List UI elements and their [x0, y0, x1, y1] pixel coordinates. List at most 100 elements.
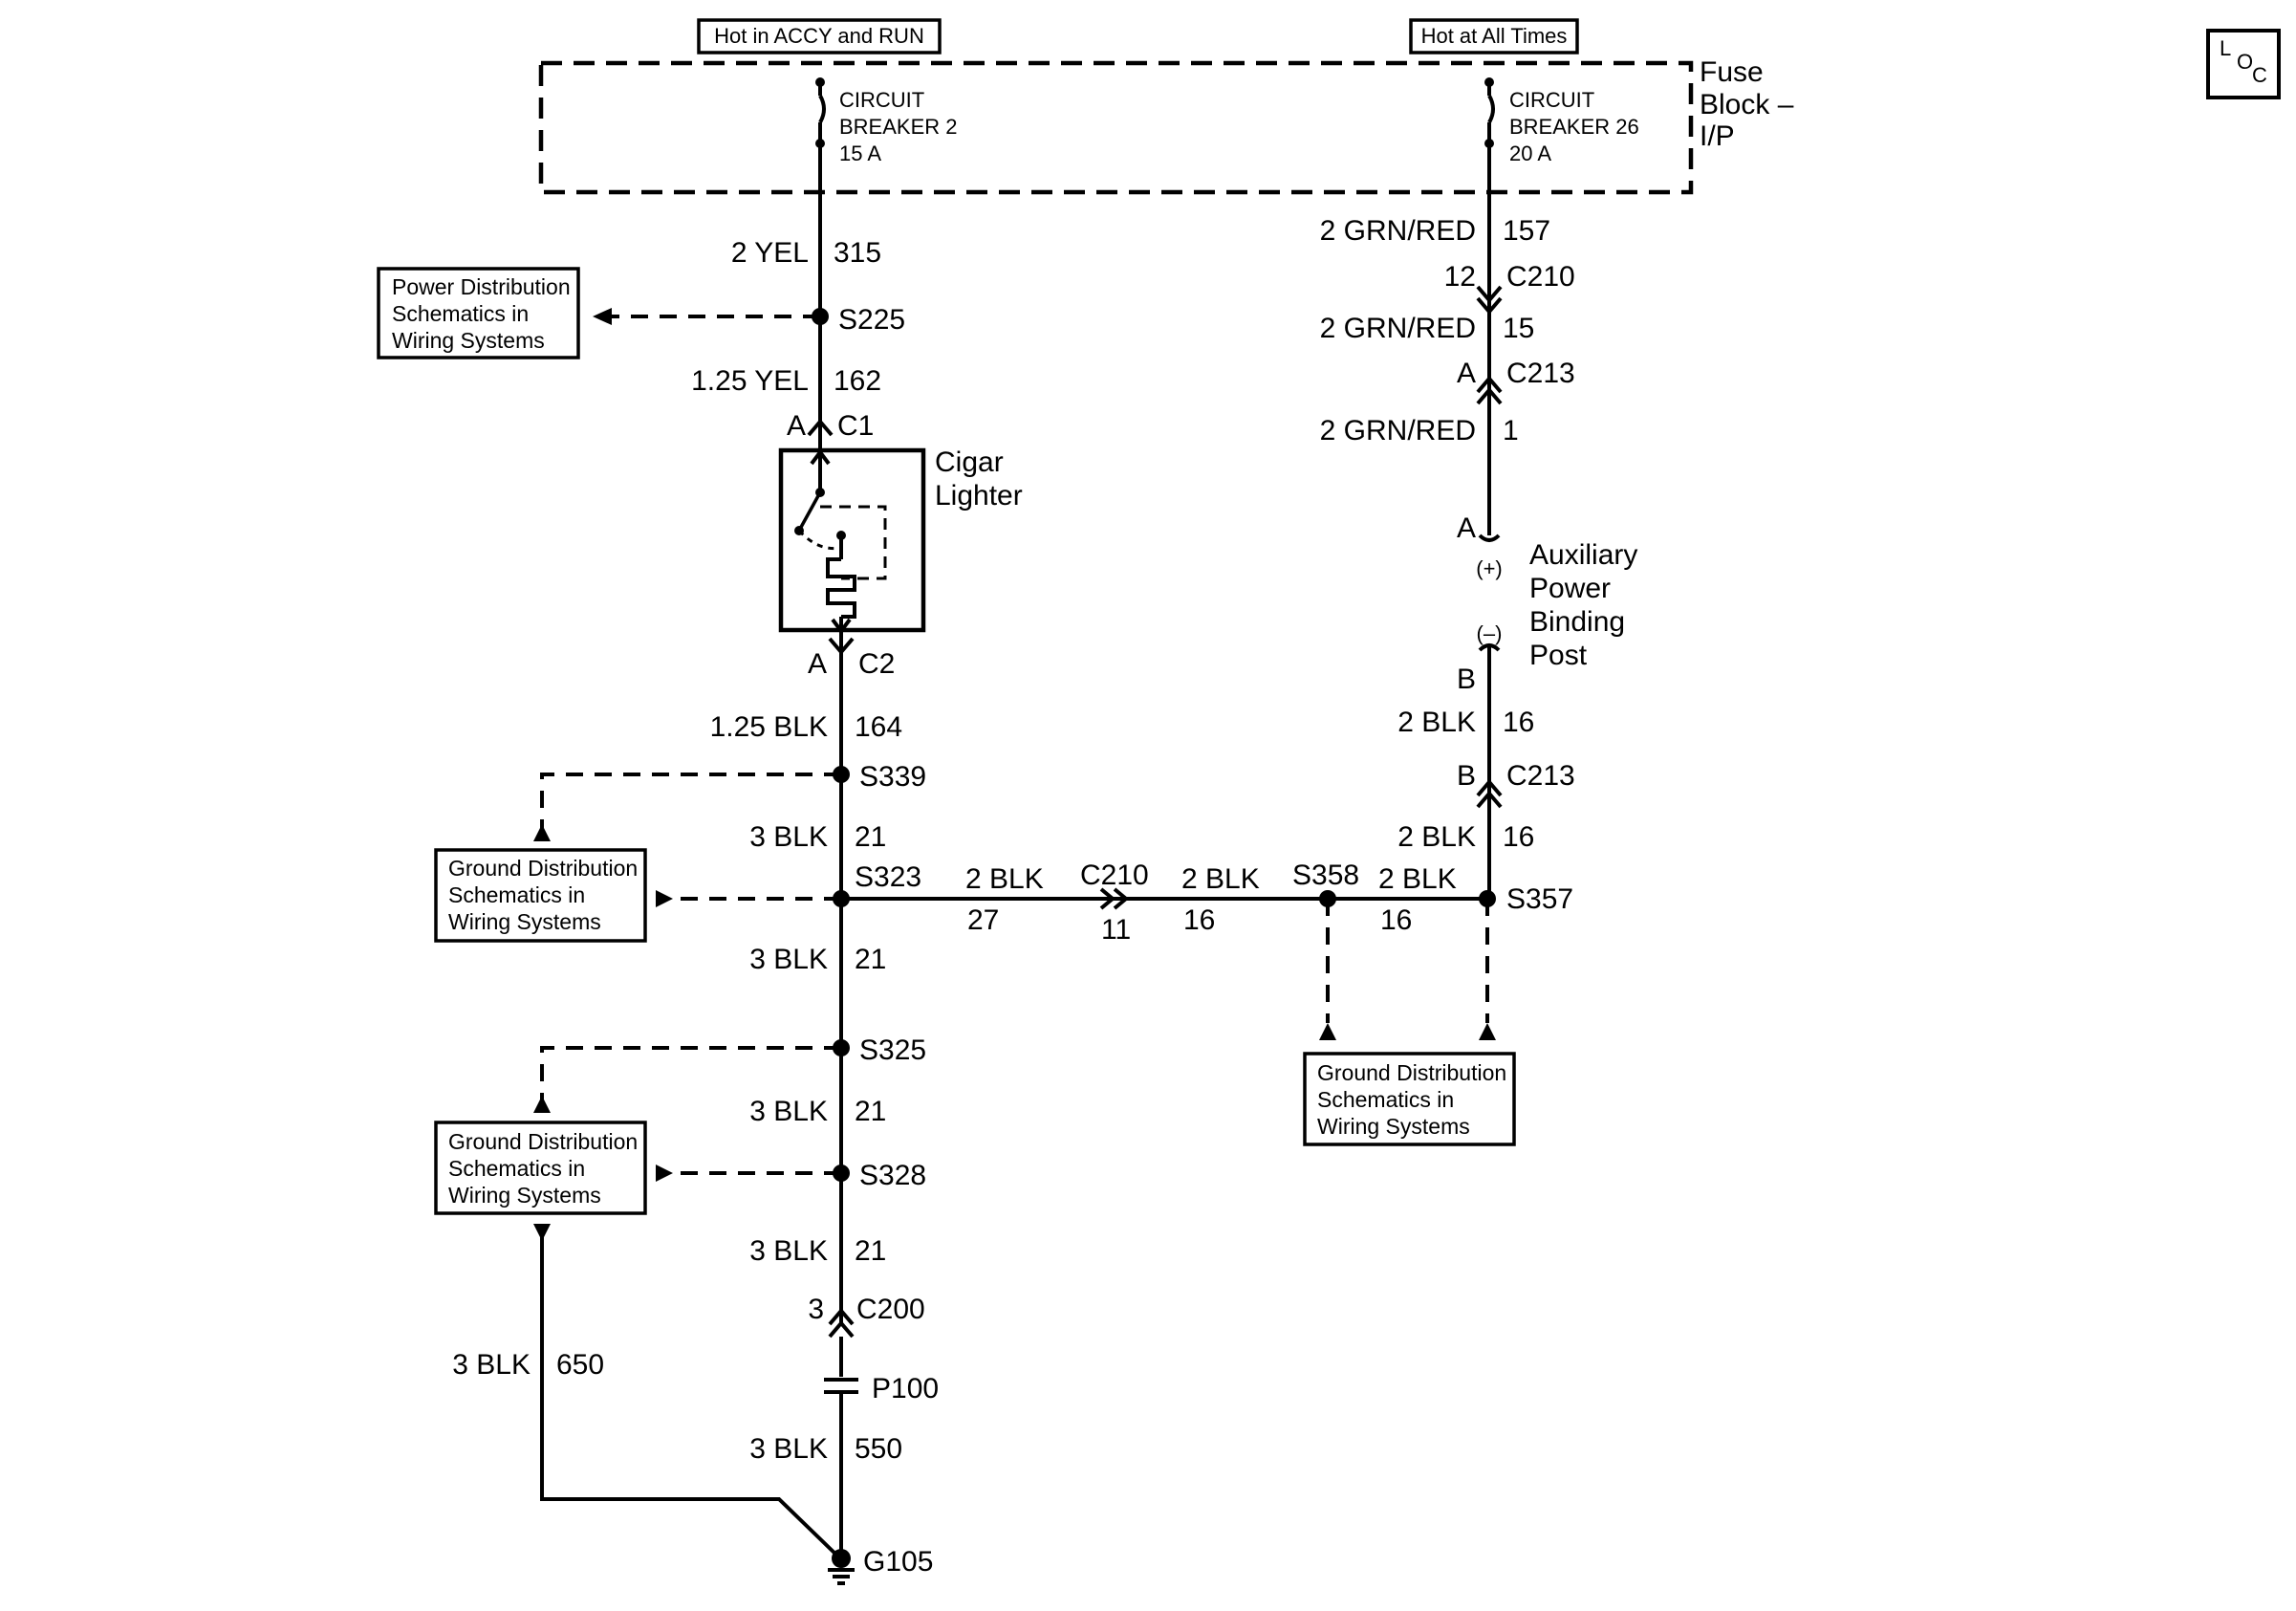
splice-s339: [833, 766, 850, 783]
ground-lu-line3: Wiring Systems: [448, 909, 601, 934]
ground-ref-box-left-upper: [434, 848, 647, 943]
c210-h-pin: 11: [1101, 914, 1131, 946]
s339-label: S339: [859, 761, 926, 793]
c210-h-label: C210: [1080, 860, 1149, 891]
ground-g105-dot: [832, 1549, 851, 1568]
ground-r-line3: Wiring Systems: [1317, 1114, 1470, 1139]
header-accy-run-label: Hot in ACCY and RUN: [714, 24, 924, 48]
s323-label: S323: [855, 861, 921, 893]
w164-ckt: 164: [855, 711, 902, 743]
fuse-block-label-2: Block –: [1700, 89, 1794, 120]
power-dist-line1: Power Distribution: [392, 274, 571, 299]
w21c-ckt: 21: [855, 1096, 886, 1127]
header-box-accy-run: [697, 18, 942, 54]
loc-l: L: [2220, 36, 2231, 60]
ground-lu-line1: Ground Distribution: [448, 856, 638, 881]
ground-r-line2: Schematics in: [1317, 1087, 1454, 1112]
w21a-size: 3 BLK: [749, 821, 828, 853]
header-all-times-label: Hot at All Times: [1421, 24, 1568, 48]
c210-pin: 12: [1444, 261, 1476, 293]
loc-box: [2206, 29, 2281, 99]
g105-label: G105: [863, 1546, 933, 1578]
w16d-ckt: 16: [1380, 904, 1412, 936]
splice-s358: [1319, 890, 1336, 907]
w21b-size: 3 BLK: [749, 944, 828, 975]
w157-size: 2 GRN/RED: [1320, 215, 1476, 247]
w21d-size: 3 BLK: [749, 1235, 828, 1267]
w162-size: 1.25 YEL: [691, 365, 809, 397]
ground-ref-box-left-lower: [434, 1121, 647, 1215]
cb26-line1: CIRCUIT: [1509, 88, 1594, 112]
splice-s325: [833, 1039, 850, 1056]
w1-size: 2 GRN/RED: [1320, 415, 1476, 446]
fuse-block-outline: [538, 60, 1694, 195]
power-dist-line2: Schematics in: [392, 301, 529, 326]
s357-label: S357: [1506, 883, 1573, 915]
w21b-ckt: 21: [855, 944, 886, 975]
w16a-ckt: 16: [1503, 707, 1534, 738]
w15-ckt: 15: [1503, 313, 1534, 344]
circuit-breaker-2-symbol: [818, 78, 826, 143]
aux-plus-terminal: (+): [1476, 556, 1503, 580]
aux-power-label-3: Binding: [1529, 606, 1625, 638]
w16b-ckt: 16: [1503, 821, 1534, 853]
w315-ckt: 315: [834, 237, 881, 269]
ground-ll-line1: Ground Distribution: [448, 1129, 638, 1154]
ground-ll-line2: Schematics in: [448, 1156, 585, 1181]
w162-ckt: 162: [834, 365, 881, 397]
c200-label: C200: [856, 1294, 925, 1325]
cb2-line2: BREAKER 2: [839, 115, 958, 139]
w21a-ckt: 21: [855, 821, 886, 853]
w15-size: 2 GRN/RED: [1320, 313, 1476, 344]
cb2-line3: 15 A: [839, 142, 881, 165]
w550-size: 3 BLK: [749, 1433, 828, 1465]
cigar-lighter-label-1: Cigar: [935, 446, 1004, 478]
aux-power-label-4: Post: [1529, 640, 1588, 671]
w27-ckt: 27: [967, 904, 999, 936]
w27-size: 2 BLK: [965, 863, 1044, 895]
c213a-label: C213: [1506, 358, 1575, 389]
splice-s328: [833, 1165, 850, 1182]
aux-minus-terminal: (–): [1477, 621, 1503, 645]
w650-size: 3 BLK: [452, 1349, 531, 1381]
cigar-lighter-box: [778, 447, 926, 633]
loc-o: O: [2237, 50, 2253, 74]
ground-lu-line2: Schematics in: [448, 882, 585, 907]
cigar-lighter-label-2: Lighter: [935, 480, 1023, 512]
ground-ll-line3: Wiring Systems: [448, 1183, 601, 1208]
header-box-all-times: [1409, 18, 1579, 54]
cb26-line2: BREAKER 26: [1509, 115, 1639, 139]
s325-label: S325: [859, 1034, 926, 1066]
c213a-pin: A: [1457, 358, 1476, 389]
w16a-size: 2 BLK: [1397, 707, 1476, 738]
w16d-size: 2 BLK: [1378, 863, 1457, 895]
splice-s357: [1479, 890, 1496, 907]
c2-pin: A: [808, 648, 827, 680]
w16b-size: 2 BLK: [1397, 821, 1476, 853]
w16c-ckt: 16: [1183, 904, 1215, 936]
w157-ckt: 157: [1503, 215, 1550, 247]
aux-pin-a: A: [1457, 512, 1476, 544]
w21c-size: 3 BLK: [749, 1096, 828, 1127]
ground-r-line1: Ground Distribution: [1317, 1060, 1506, 1085]
splice-s323: [833, 890, 850, 907]
cb26-line3: 20 A: [1509, 142, 1551, 165]
c1-label: C1: [837, 410, 874, 442]
c213b-label: C213: [1506, 760, 1575, 792]
fuse-block-label-1: Fuse: [1700, 56, 1764, 88]
s328-label: S328: [859, 1160, 926, 1191]
w1-ckt: 1: [1503, 415, 1519, 446]
c200-pin: 3: [808, 1294, 824, 1325]
c1-pin: A: [787, 410, 806, 442]
s358-label: S358: [1292, 860, 1359, 891]
power-distribution-ref-box: [377, 267, 580, 359]
aux-pin-b: B: [1457, 664, 1476, 695]
aux-power-label-2: Power: [1529, 573, 1611, 604]
cb2-line1: CIRCUIT: [839, 88, 924, 112]
w550-ckt: 550: [855, 1433, 902, 1465]
s225-label: S225: [838, 304, 905, 336]
c2-label: C2: [858, 648, 895, 680]
c210-label: C210: [1506, 261, 1575, 293]
circuit-breaker-26-symbol: [1487, 78, 1495, 143]
